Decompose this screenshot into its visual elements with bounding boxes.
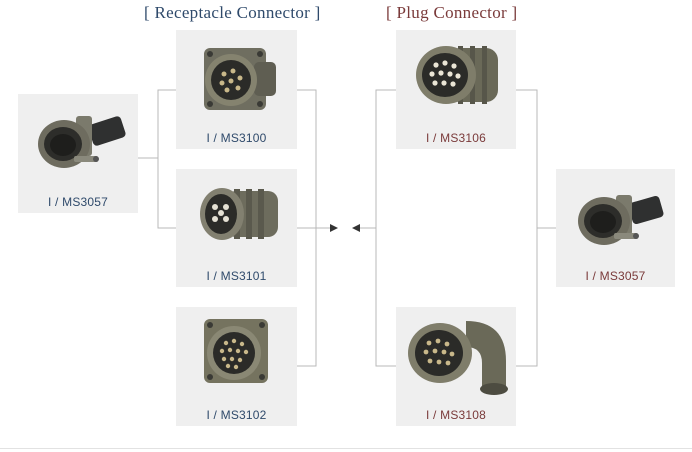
right-angle-plug-icon bbox=[408, 321, 508, 395]
square-flange-receptacle-icon bbox=[204, 48, 276, 110]
right-adapter-label: I / MS3057 bbox=[585, 269, 646, 283]
plug-heading: [ Plug Connector ] bbox=[386, 3, 518, 22]
receptacle-left-bracket bbox=[157, 89, 176, 229]
product-card-ms3100[interactable]: I / MS3100 bbox=[176, 30, 297, 149]
backshell-adapter-icon bbox=[38, 116, 126, 168]
plug-right-bracket bbox=[516, 89, 538, 367]
box-mount-receptacle-icon bbox=[204, 319, 268, 383]
product-label-ms3100: I / MS3100 bbox=[206, 131, 267, 145]
left-adapter-card[interactable]: I / MS3057 bbox=[18, 94, 138, 213]
backshell-adapter-icon bbox=[578, 195, 664, 245]
product-label-ms3102: I / MS3102 bbox=[206, 408, 267, 422]
left-adapter-label: I / MS3057 bbox=[47, 195, 109, 209]
product-card-ms3101[interactable]: I / MS3101 bbox=[176, 169, 297, 287]
right-adapter-card[interactable]: I / MS3057 bbox=[556, 169, 675, 287]
product-label-ms3101: I / MS3101 bbox=[206, 269, 267, 283]
product-label-ms3108: I / MS3108 bbox=[425, 408, 487, 422]
receptacle-heading: [ Receptacle Connector ] bbox=[144, 3, 321, 22]
plug-left-bracket bbox=[375, 89, 396, 367]
cable-receptacle-icon bbox=[200, 188, 278, 240]
product-label-ms3106: I / MS3106 bbox=[425, 131, 487, 145]
arrow-left-icon bbox=[352, 224, 360, 232]
arrow-right-icon bbox=[330, 224, 338, 232]
product-card-ms3102[interactable]: I / MS3102 bbox=[176, 307, 297, 426]
product-card-ms3108[interactable]: I / MS3108 bbox=[396, 307, 516, 426]
product-card-ms3106[interactable]: I / MS3106 bbox=[396, 30, 516, 149]
straight-plug-icon bbox=[416, 46, 498, 104]
bottom-divider bbox=[0, 448, 692, 449]
